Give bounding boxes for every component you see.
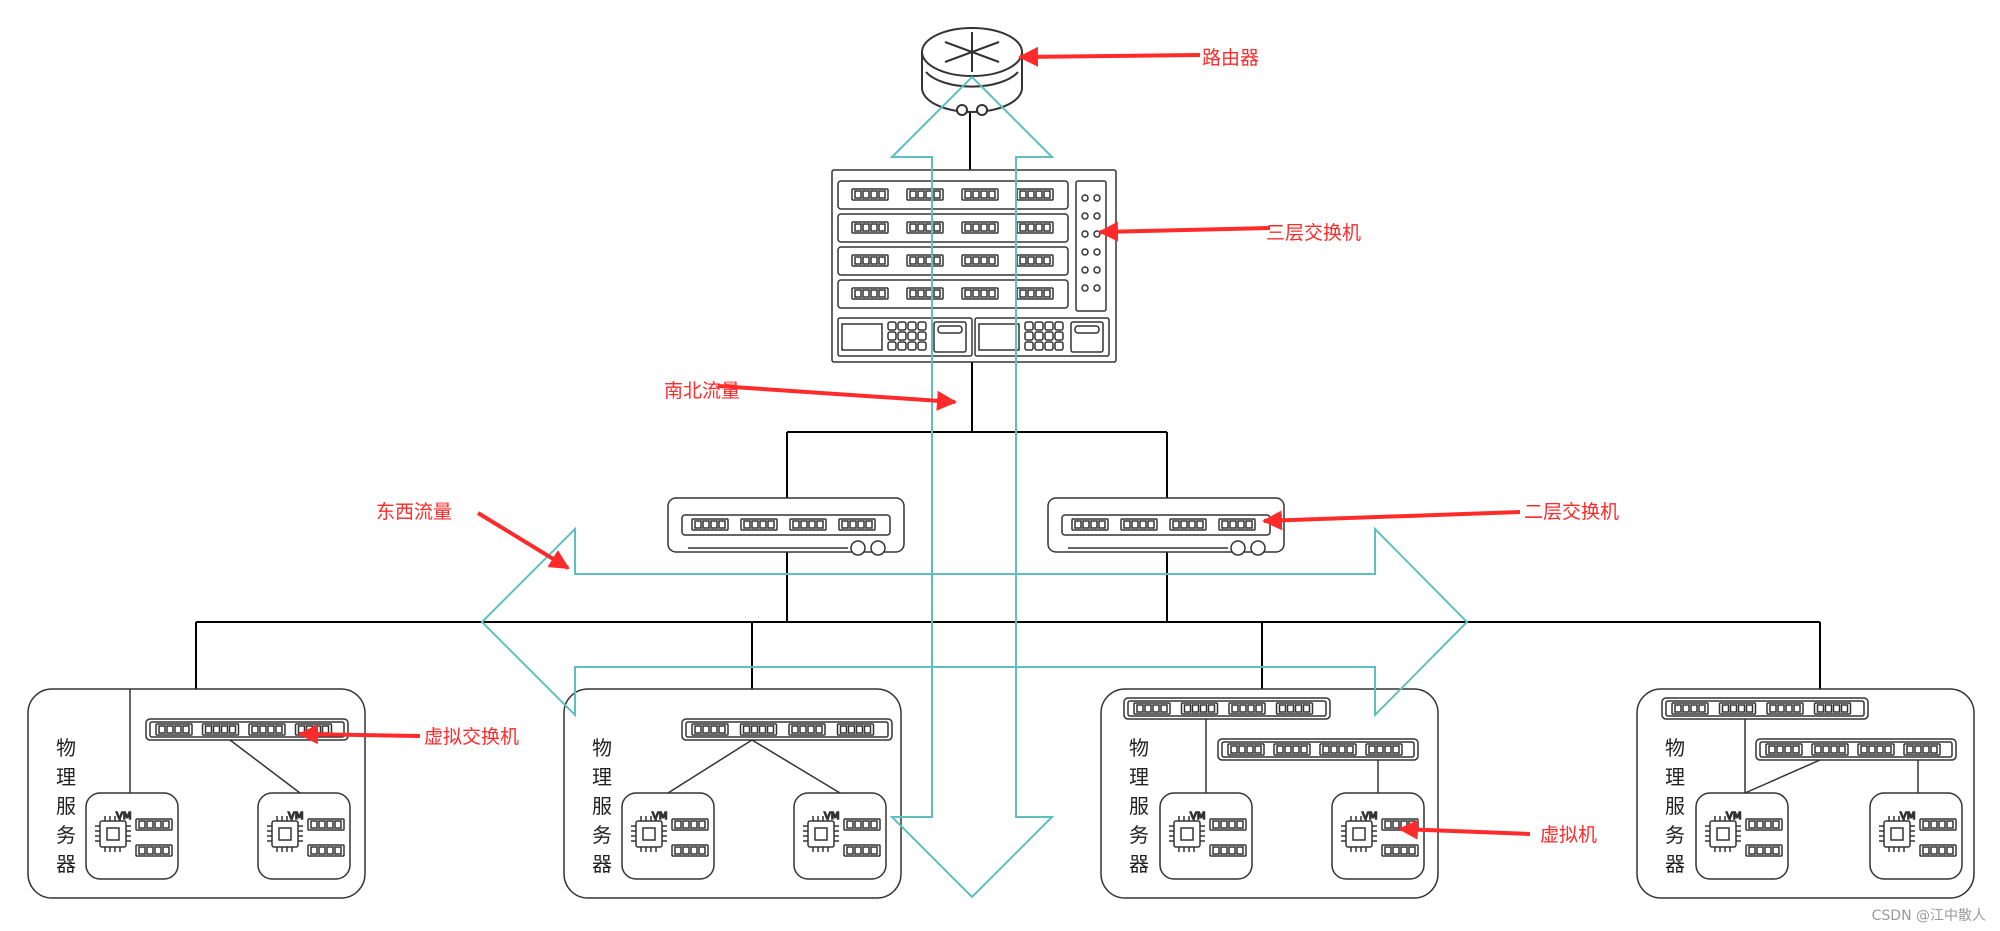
router-icon (921, 27, 1023, 116)
server-label-char: 理 (592, 765, 612, 789)
server-label-char: 理 (1129, 765, 1149, 789)
server-label-char: 服 (1129, 794, 1149, 818)
router-label: 路由器 (1202, 47, 1259, 69)
annotation-arrows (298, 46, 1531, 840)
server-label-char: 物 (592, 736, 612, 760)
east-west-flow-arrow (480, 526, 1469, 718)
server-label-char: 器 (1129, 852, 1149, 876)
north-south-label: 南北流量 (664, 380, 740, 402)
server-label-char: 务 (1665, 823, 1685, 847)
l2-switch-right-icon (1047, 497, 1285, 556)
server-label-char: 服 (592, 794, 612, 818)
l3-switch-label: 三层交换机 (1266, 222, 1361, 244)
server-label-char: 服 (56, 794, 76, 818)
server-label-char: 理 (56, 765, 76, 789)
l3-switch-icon (831, 169, 1117, 363)
watermark: CSDN @江中散人 (1872, 908, 1986, 924)
server-label-char: 物 (56, 736, 76, 760)
l2-switch-label: 二层交换机 (1524, 501, 1619, 523)
north-south-flow-arrow (889, 75, 1055, 899)
server-label-char: 物 (1129, 736, 1149, 760)
l2-switch-left-icon (667, 497, 905, 556)
connection-lines (195, 112, 1821, 689)
server-label-char: 服 (1665, 794, 1685, 818)
virtual-machine-label: 虚拟机 (1540, 824, 1597, 846)
virtual-switch-label: 虚拟交换机 (424, 726, 519, 748)
server-label-char: 器 (1665, 852, 1685, 876)
server-label-char: 理 (1665, 765, 1685, 789)
server-label-char: 务 (592, 823, 612, 847)
server-label-char: 器 (56, 852, 76, 876)
server-label-char: 器 (592, 852, 612, 876)
server-label-char: 物 (1665, 736, 1685, 760)
server-label-char: 务 (56, 823, 76, 847)
east-west-label: 东西流量 (376, 501, 452, 523)
server-label-char: 务 (1129, 823, 1149, 847)
